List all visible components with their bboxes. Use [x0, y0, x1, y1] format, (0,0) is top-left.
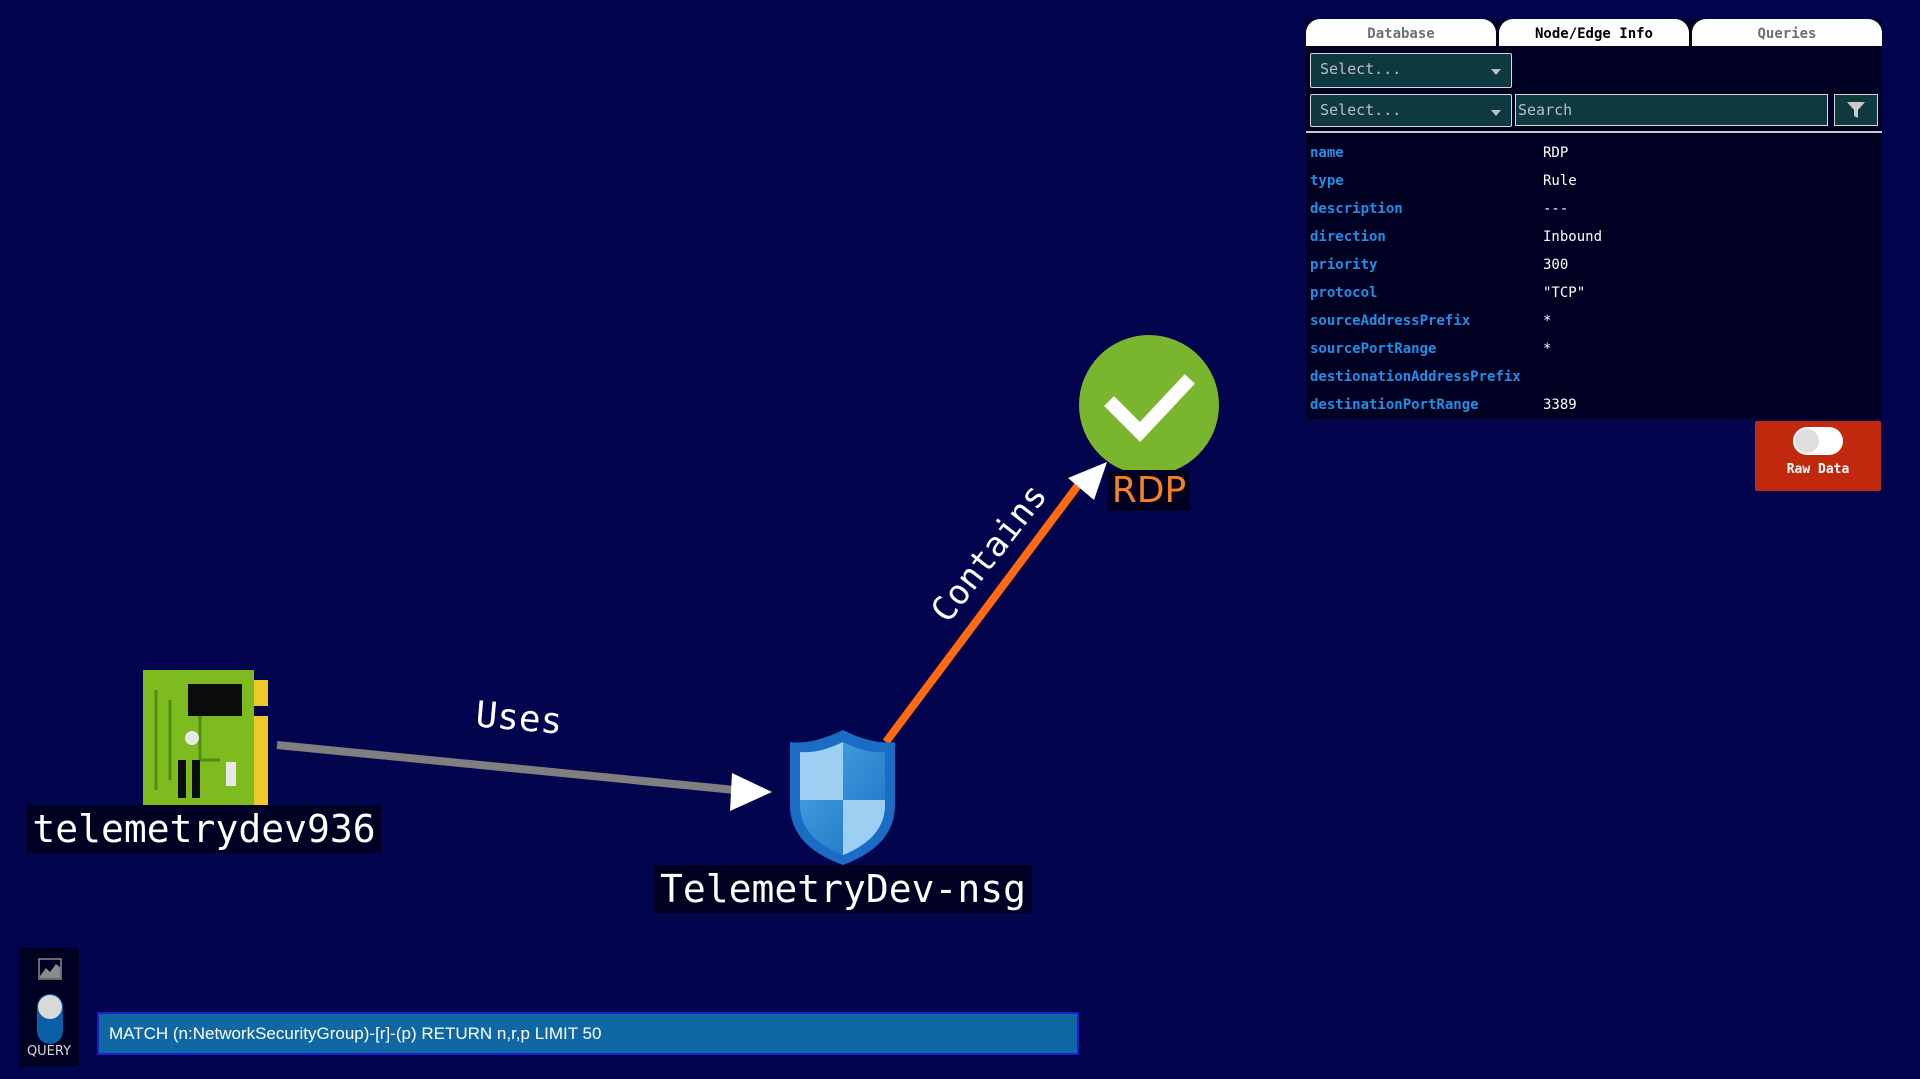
select-1-value: Select... [1320, 60, 1402, 78]
tab-node-edge-info[interactable]: Node/Edge Info [1499, 19, 1689, 46]
node-telemetrydev936[interactable] [143, 670, 268, 807]
checkmark-icon [1079, 335, 1219, 475]
query-toggle[interactable] [37, 994, 63, 1044]
property-value: --- [1543, 201, 1569, 217]
select-dropdown-1[interactable]: Select... [1310, 53, 1512, 88]
chevron-down-icon [1491, 110, 1501, 116]
properties-list: name RDP type Rule description --- direc… [1310, 139, 1880, 419]
property-value: Inbound [1543, 229, 1603, 245]
property-key: sourcePortRange [1310, 341, 1437, 357]
edge-contains[interactable]: Contains [882, 462, 1107, 745]
arrowhead-icon [1068, 462, 1107, 500]
filter-icon [1847, 102, 1865, 118]
chevron-down-icon [1491, 69, 1501, 75]
raw-data-toggle[interactable] [1793, 427, 1843, 455]
property-row: name RDP [1310, 139, 1880, 167]
property-row: sourceAddressPrefix * [1310, 307, 1880, 335]
property-row: priority 300 [1310, 251, 1880, 279]
panel-tabs: Database Node/Edge Info Queries [1306, 19, 1882, 46]
toggle-knob [38, 995, 62, 1019]
property-row: description --- [1310, 195, 1880, 223]
node-label-telemetrydev-nsg: TelemetryDev-nsg [653, 865, 1033, 913]
property-key: description [1310, 201, 1403, 217]
property-key: type [1310, 173, 1344, 189]
query-input[interactable] [97, 1012, 1079, 1055]
property-value: "TCP" [1543, 285, 1586, 301]
network-interface-icon [143, 670, 268, 807]
property-row: protocol "TCP" [1310, 279, 1880, 307]
property-key: protocol [1310, 285, 1378, 301]
property-value: 300 [1543, 257, 1569, 273]
property-row: destionationAddressPrefix [1310, 363, 1880, 391]
property-key: priority [1310, 257, 1378, 273]
edge-label-uses: Uses [474, 694, 564, 742]
property-value: Rule [1543, 173, 1577, 189]
search-input[interactable] [1515, 94, 1828, 126]
property-row: type Rule [1310, 167, 1880, 195]
chart-icon[interactable] [38, 958, 62, 980]
shield-icon [790, 730, 895, 865]
select-2-value: Select... [1320, 101, 1402, 119]
info-panel: Database Node/Edge Info Queries Select..… [1306, 19, 1882, 419]
property-row: sourcePortRange * [1310, 335, 1880, 363]
node-label-rdp: RDP [1107, 470, 1191, 511]
select-dropdown-2[interactable]: Select... [1310, 94, 1512, 127]
property-value: 3389 [1543, 397, 1577, 413]
node-rdp[interactable] [1079, 335, 1219, 475]
query-mode-panel: QUERY [19, 948, 79, 1067]
property-row: direction Inbound [1310, 223, 1880, 251]
property-key: destinationPortRange [1310, 397, 1479, 413]
panel-divider [1306, 131, 1882, 133]
property-value: * [1543, 313, 1552, 329]
tab-queries[interactable]: Queries [1692, 19, 1882, 46]
tab-database[interactable]: Database [1306, 19, 1496, 46]
property-key: sourceAddressPrefix [1310, 313, 1471, 329]
arrowhead-icon [730, 773, 772, 811]
property-value: RDP [1543, 145, 1569, 161]
filter-button[interactable] [1834, 94, 1878, 126]
raw-data-label: Raw Data [1786, 462, 1850, 477]
property-value: * [1543, 341, 1552, 357]
property-key: destionationAddressPrefix [1310, 369, 1521, 385]
edge-uses[interactable]: Uses [276, 694, 772, 811]
toggle-knob [1795, 429, 1819, 453]
raw-data-button[interactable]: Raw Data [1755, 421, 1881, 491]
property-key: direction [1310, 229, 1386, 245]
node-label-telemetrydev936: telemetrydev936 [26, 805, 382, 853]
node-telemetrydev-nsg[interactable] [790, 730, 895, 865]
property-key: name [1310, 145, 1344, 161]
property-row: destinationPortRange 3389 [1310, 391, 1880, 419]
query-toggle-label: QUERY [26, 1044, 72, 1059]
